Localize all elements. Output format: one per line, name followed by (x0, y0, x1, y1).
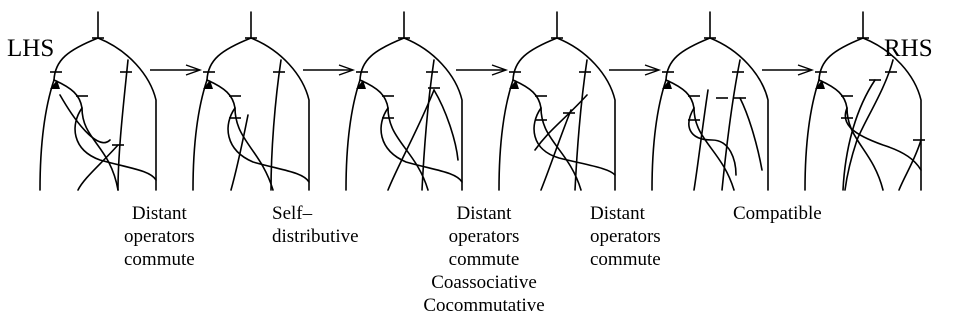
diagram-1-wire (97, 37, 157, 191)
diagram-1-wire (53, 79, 83, 109)
diagram-2-wire (206, 37, 252, 81)
diagram-6-wire (846, 107, 884, 191)
diagram-3-triangle-icon (356, 80, 366, 89)
diagram-4-wire (574, 59, 588, 191)
diagram-5-wire (665, 37, 711, 81)
diagram-1-wire (117, 59, 129, 191)
string-diagram-4 (498, 11, 616, 191)
diagram-6-wire (862, 37, 922, 191)
step-1-line-1: Distant (131, 203, 187, 224)
step-3-line-4: Coassociative (431, 272, 537, 293)
string-diagram-5 (651, 11, 769, 191)
diagram-5-triangle-icon (662, 80, 672, 89)
diagram-6-wire (818, 79, 848, 109)
step-label-3: Distant operators commute Coassociative … (416, 202, 552, 317)
step-5-line-1: Compatible (733, 203, 822, 224)
diagram-2-triangle-icon (203, 80, 213, 89)
diagram-2-wire (250, 37, 310, 191)
diagram-5-wire (651, 79, 667, 191)
diagram-4-triangle-icon (509, 80, 519, 89)
diagram-3-wire (433, 89, 459, 161)
diagram-5-wire (739, 97, 763, 171)
diagram-4-wire (512, 79, 542, 109)
string-diagram-2 (192, 11, 310, 191)
diagram-5-wire (709, 37, 769, 191)
diagram-6-triangle-icon (815, 80, 825, 89)
diagram-5-wire (693, 89, 709, 191)
diagram-4-wire (540, 109, 572, 191)
step-4-line-3: commute (590, 249, 661, 270)
diagram-6-wire (844, 107, 922, 171)
diagram-6-wire (844, 59, 894, 191)
rhs-label: RHS (884, 35, 933, 62)
step-label-4: Distant operators commute (590, 202, 661, 271)
arrow-head-icon (185, 64, 203, 76)
diagram-3-wire (387, 89, 435, 191)
step-4-line-1: Distant (590, 203, 645, 224)
diagram-3-wire (403, 37, 463, 191)
diagram-1-wire (81, 107, 119, 191)
diagram-4-wire (534, 94, 588, 151)
step-arrow-5 (762, 64, 815, 76)
arrow-head-icon (338, 64, 356, 76)
step-arrow-3 (456, 64, 509, 76)
step-label-2: Self– distributive (272, 202, 359, 248)
diagram-5-wire (665, 79, 695, 109)
lhs-label: LHS (7, 35, 55, 62)
diagram-1-wire (59, 94, 111, 144)
string-diagram-1 (39, 11, 157, 191)
arrow-head-icon (491, 64, 509, 76)
diagram-3-wire (359, 79, 389, 109)
step-1-line-2: operators (124, 226, 195, 247)
step-arrow-4 (609, 64, 662, 76)
step-label-5: Compatible (733, 202, 822, 225)
diagram-4-wire (556, 37, 616, 191)
diagram-2-wire (270, 59, 282, 191)
step-3-line-3: commute (448, 249, 520, 270)
diagram-5-wire (721, 59, 741, 191)
diagram-5-wire (688, 107, 737, 176)
arrow-head-icon (797, 64, 815, 76)
diagram-1-wire (77, 144, 119, 191)
diagram-3-wire (359, 37, 405, 81)
diagram-6-wire (842, 79, 876, 191)
diagram-3-wire (345, 79, 361, 191)
step-arrow-1 (150, 64, 203, 76)
step-4-line-2: operators (590, 226, 661, 247)
step-3-line-2: operators (448, 226, 520, 247)
diagram-3-wire (421, 59, 435, 191)
step-2-line-1: Self– (272, 203, 313, 224)
string-diagram-3 (345, 11, 463, 191)
diagram-2-wire (227, 107, 310, 183)
step-arrow-2 (303, 64, 356, 76)
diagram-1-triangle-icon (50, 80, 60, 89)
diagram-1-wire (53, 37, 99, 81)
diagram-6-wire (898, 139, 922, 191)
step-label-1: Distant operators commute (124, 202, 195, 271)
diagram-4-wire (533, 107, 616, 176)
step-1-line-3: commute (124, 249, 195, 270)
diagram-2-wire (230, 114, 249, 191)
step-2-line-2: distributive (272, 226, 359, 247)
diagram-2-wire (206, 79, 236, 109)
diagram-1-wire (39, 79, 55, 191)
diagram-6-wire (804, 79, 820, 191)
diagram-4-wire (512, 37, 558, 81)
diagram-6-wire (818, 37, 864, 81)
step-3-line-1: Distant (456, 203, 512, 224)
diagram-5-wire (693, 107, 735, 191)
step-3-line-5: Cocommutative (423, 295, 545, 316)
diagram-2-wire (192, 79, 208, 191)
diagram-3-wire (380, 107, 463, 183)
string-diagram-6 (804, 11, 925, 191)
diagram-4-wire (498, 79, 514, 191)
diagram-1-wire (74, 107, 157, 181)
arrow-head-icon (644, 64, 662, 76)
